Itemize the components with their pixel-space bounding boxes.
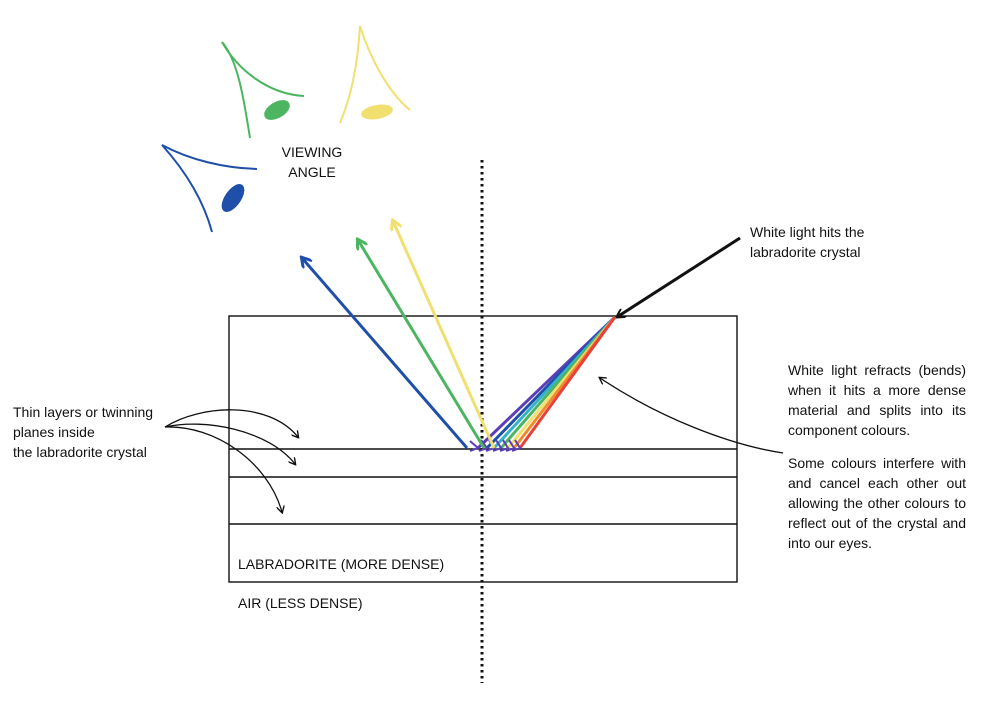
interfere-pointer-arrow	[600, 378, 784, 454]
eye-blue-icon	[161, 144, 258, 233]
viewing-angle-label: VIEWING ANGLE	[281, 144, 343, 180]
reflected-ray-yellow	[393, 221, 496, 449]
interfere-label: Some colours interfere with and cancel e…	[788, 455, 966, 551]
reflected-ray-green	[358, 240, 486, 449]
refracts-label: White light refracts (bends) when it hit…	[788, 362, 966, 438]
spectrum-ray-red	[518, 316, 617, 449]
thin-layers-label: Thin layers or twinning planes inside th…	[13, 404, 154, 460]
eye-yellow-icon	[339, 25, 411, 124]
reflected-ray-blue	[302, 258, 469, 449]
thin-layers-pointer-arrows	[164, 409, 298, 512]
refracted-spectrum	[469, 315, 617, 452]
labradorite-label: LABRADORITE (MORE DENSE)	[238, 556, 445, 572]
air-label: AIR (LESS DENSE)	[238, 595, 363, 611]
incoming-light-arrow	[617, 236, 741, 317]
eye-green-icon	[221, 41, 305, 139]
white-light-hits-label: White light hits the labradorite crystal	[750, 224, 865, 260]
